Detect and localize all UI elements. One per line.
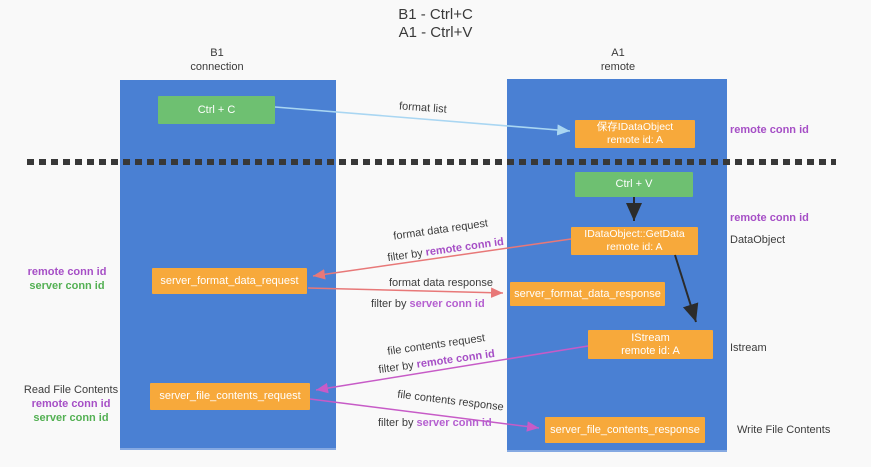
diagram-title: B1 - Ctrl+C A1 - Ctrl+V	[0, 6, 871, 42]
left-column-name: B1	[210, 47, 224, 59]
left-bottom-annotations: Read File Contents remote conn id server…	[16, 383, 126, 425]
filter-by-text: filter by	[378, 417, 417, 429]
title-line-2: A1 - Ctrl+V	[398, 24, 473, 41]
ctrl-c-label: Ctrl + C	[197, 103, 236, 116]
server-conn-id-annotation: server conn id	[33, 412, 109, 424]
dataobject-annotation: DataObject	[730, 234, 786, 246]
remote-conn-id-annotation-top: remote conn id	[730, 124, 809, 136]
filter-by-server-1: filter by server conn id	[371, 298, 485, 310]
file-request-label: server_file_contents_request	[159, 390, 301, 402]
filter-by-text: filter by	[371, 298, 410, 310]
format-data-response-label: format data response	[389, 277, 493, 289]
file-contents-response-label: file contents response	[396, 388, 505, 414]
remote-conn-id-annotation-mid: remote conn id	[730, 212, 809, 224]
phase-divider-dashed-line	[27, 159, 836, 165]
istream-label: IStream	[631, 331, 670, 344]
format-response-label: server_format_data_response	[514, 287, 661, 300]
ctrl-c-node: Ctrl + C	[158, 96, 275, 124]
file-response-label: server_file_contents_response	[550, 423, 700, 436]
server-file-contents-response-node: server_file_contents_response	[545, 417, 705, 443]
server-format-data-request-node: server_format_data_request	[152, 268, 307, 294]
left-column-header: B1 connection	[157, 46, 277, 74]
idataobject-getdata-node: IDataObject::GetData remote id: A	[571, 227, 698, 255]
istream-remote-id: remote id: A	[621, 344, 680, 357]
remote-conn-id-text: remote conn id	[424, 235, 505, 259]
save-idataobject-label: 保存IDataObject	[596, 121, 674, 133]
ctrl-v-label: Ctrl + V	[615, 178, 653, 190]
server-file-contents-request-node: server_file_contents_request	[150, 383, 310, 410]
server-conn-id-text: server conn id	[416, 417, 492, 429]
remote-conn-id-annotation: remote conn id	[31, 398, 111, 410]
ctrl-v-node: Ctrl + V	[575, 172, 693, 197]
title-line-1: B1 - Ctrl+C	[398, 6, 473, 23]
right-column-name: A1	[611, 47, 625, 59]
read-file-contents-label: Read File Contents	[23, 384, 119, 396]
filter-by-text: filter by	[377, 358, 418, 377]
server-conn-id-annotation: server conn id	[29, 280, 105, 292]
right-column-header: A1 remote	[558, 46, 678, 74]
left-mid-conn-ids: remote conn id server conn id	[12, 265, 122, 293]
server-conn-id-text: server conn id	[409, 298, 485, 310]
getdata-remote-id: remote id: A	[606, 241, 663, 253]
left-column-role: connection	[190, 61, 244, 73]
right-column-role: remote	[600, 61, 636, 73]
server-format-data-response-node: server_format_data_response	[510, 282, 665, 306]
istream-node: IStream remote id: A	[588, 330, 713, 359]
remote-conn-id-annotation: remote conn id	[27, 266, 107, 278]
save-idataobject-remote-id: remote id: A	[606, 134, 664, 146]
format-request-label: server_format_data_request	[160, 274, 299, 287]
filter-by-server-2: filter by server conn id	[378, 417, 492, 429]
save-idataobject-node: 保存IDataObject remote id: A	[575, 120, 695, 148]
format-list-label: format list	[398, 100, 448, 116]
istream-annotation: Istream	[730, 342, 767, 354]
write-file-contents-label: Write File Contents	[737, 424, 831, 436]
filter-by-text: filter by	[386, 246, 427, 265]
getdata-label: IDataObject::GetData	[584, 228, 685, 240]
